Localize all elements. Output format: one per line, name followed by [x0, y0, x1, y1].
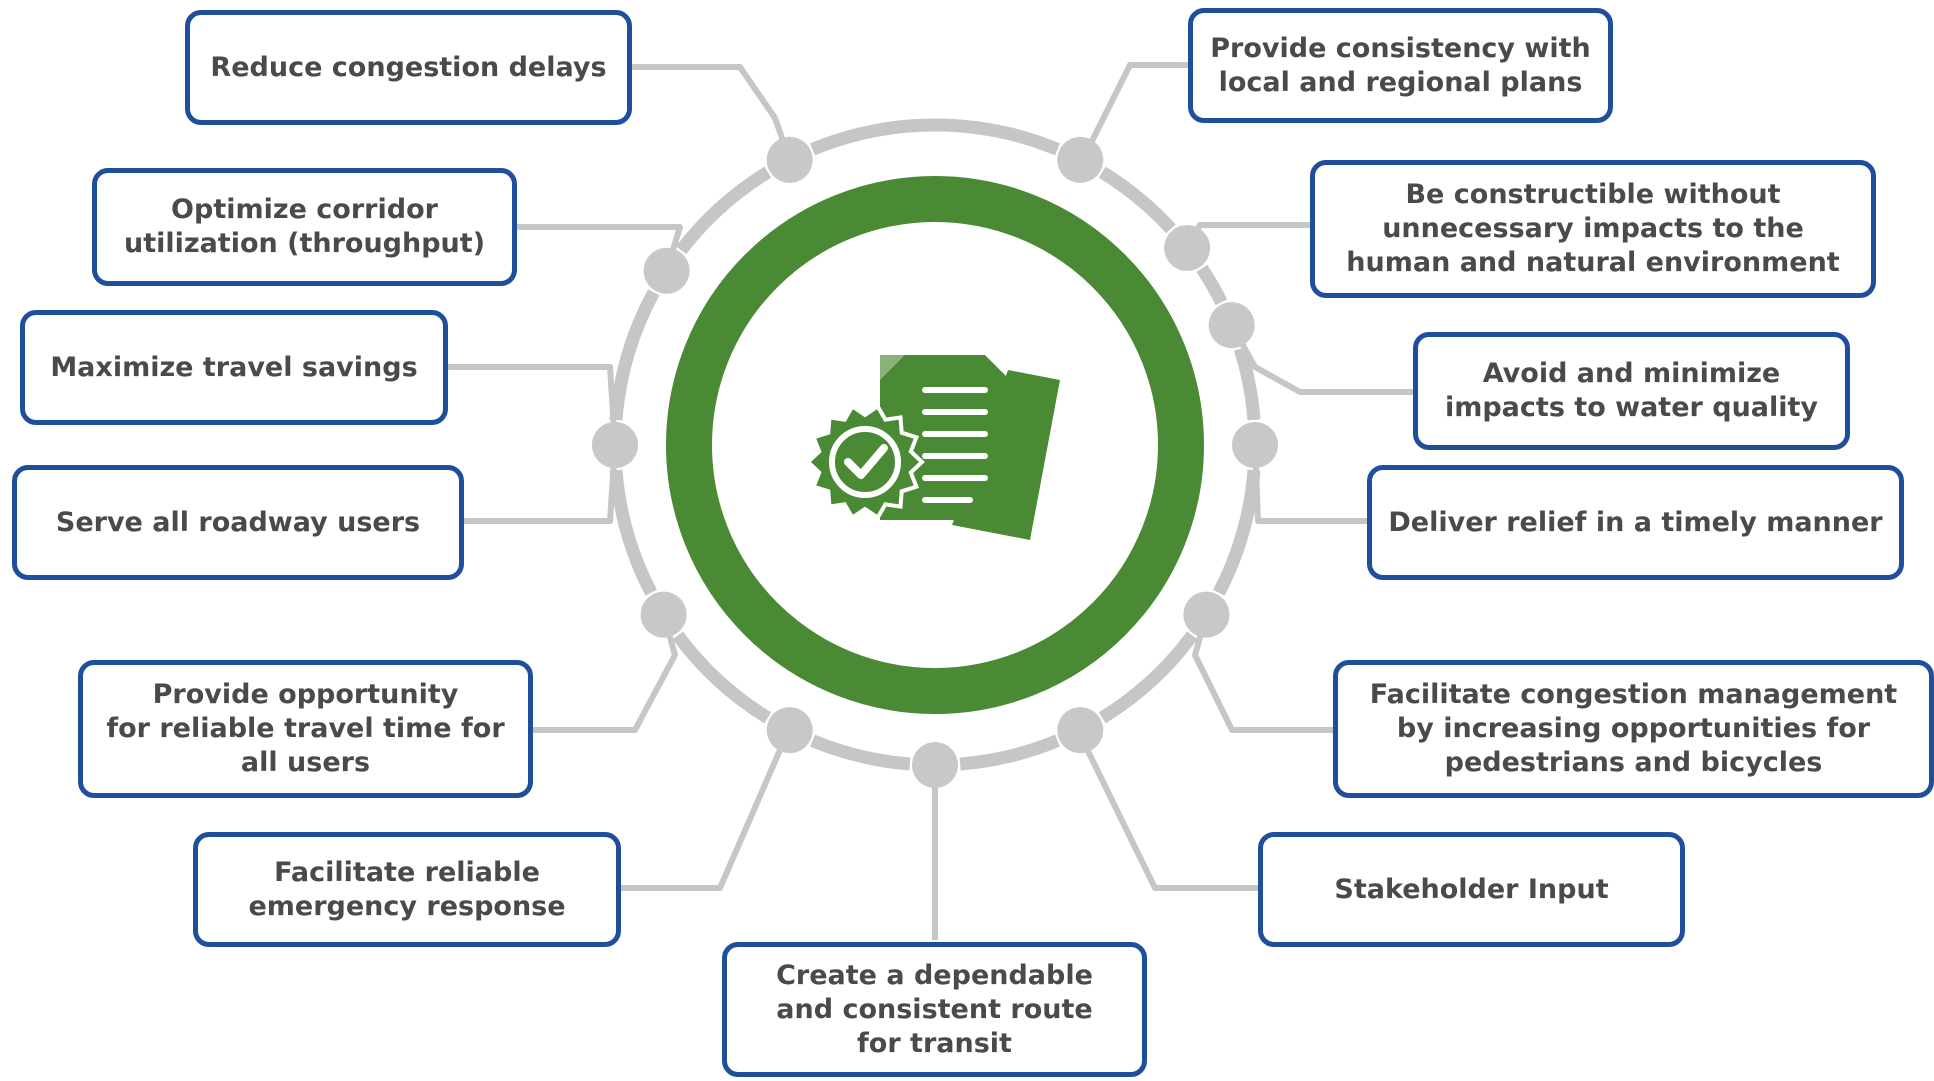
goal-label: Provide opportunity for reliable travel … — [106, 679, 505, 778]
goal-label: Be constructible without unnecessary imp… — [1346, 179, 1840, 278]
node-constructible — [1164, 224, 1211, 271]
goal-box-serve-all-roadway-users: Serve all roadway users — [12, 465, 464, 580]
ring-segment — [609, 469, 657, 596]
node-reliable-travel-time — [640, 591, 687, 638]
goal-box-constructible: Be constructible without unnecessary imp… — [1310, 160, 1876, 298]
ring-segment — [1098, 166, 1176, 234]
ring-segment — [1098, 631, 1198, 724]
goal-box-stakeholder-input: Stakeholder Input — [1258, 832, 1685, 947]
connector-serve-all-roadway-users — [464, 444, 618, 524]
goal-label: Facilitate congestion management by incr… — [1369, 679, 1898, 778]
node-timely-relief — [1232, 422, 1278, 468]
ring-segment — [1233, 346, 1261, 421]
node-reliable-emergency-response — [766, 707, 813, 754]
check-icon — [844, 444, 888, 479]
goal-label: Stakeholder Input — [1334, 873, 1609, 905]
goal-box-reduce-congestion-delays: Reduce congestion delays — [185, 10, 632, 125]
goal-box-plan-consistency: Provide consistency with local and regio… — [1188, 8, 1613, 123]
ring-segment — [672, 631, 772, 724]
node-plan-consistency — [1057, 136, 1104, 183]
node-dependable-transit-route — [912, 742, 958, 788]
node-pedestrians-and-bicycles — [1183, 591, 1230, 638]
connector-maximize-travel-savings — [448, 364, 618, 446]
node-reduce-congestion-delays — [766, 136, 813, 183]
goal-label: Create a dependable and consistent route… — [776, 959, 1093, 1059]
seal-inner-ring — [829, 426, 901, 498]
node-optimize-corridor-utilization — [643, 247, 690, 294]
goal-label: Deliver relief in a timely manner — [1388, 506, 1883, 538]
goal-box-reliable-travel-time: Provide opportunity for reliable travel … — [78, 660, 533, 798]
node-stakeholder-input — [1057, 707, 1104, 754]
goal-box-pedestrians-and-bicycles: Facilitate congestion management by incr… — [1333, 660, 1934, 798]
green-ring — [666, 176, 1204, 714]
connector-water-quality — [1229, 323, 1413, 395]
goal-box-water-quality: Avoid and minimize impacts to water qual… — [1413, 332, 1850, 450]
connector-stakeholder-input — [1077, 729, 1258, 891]
ring-segment — [1213, 469, 1261, 596]
goal-label: Facilitate reliable emergency response — [248, 856, 566, 922]
goal-label: Avoid and minimize impacts to water qual… — [1444, 358, 1819, 423]
goal-box-timely-relief: Deliver relief in a timely manner — [1367, 465, 1904, 580]
connector-reliable-emergency-response — [621, 728, 793, 891]
goal-box-maximize-travel-savings: Maximize travel savings — [20, 310, 448, 425]
ring-segment — [810, 118, 1060, 156]
ring-segment — [810, 734, 911, 771]
goal-label: Reduce congestion delays — [210, 51, 607, 83]
node-serve-all-roadway-users — [592, 422, 638, 468]
goal-box-optimize-corridor-utilization: Optimize corridor utilization (throughpu… — [92, 168, 517, 286]
ring-segment — [609, 289, 660, 421]
connector-nodes — [592, 136, 1278, 788]
outer-dashed-ring — [609, 118, 1261, 771]
goal-label: Provide consistency with local and regio… — [1210, 32, 1591, 98]
node-water-quality — [1208, 302, 1255, 349]
ring-segment — [959, 734, 1060, 771]
seal-gear — [805, 403, 925, 521]
goal-label: Optimize corridor utilization (throughpu… — [123, 194, 486, 259]
connector-reduce-congestion-delays — [632, 64, 793, 161]
goal-label: Maximize travel savings — [50, 351, 418, 383]
goal-box-dependable-transit-route: Create a dependable and consistent route… — [722, 942, 1147, 1077]
goal-box-reliable-emergency-response: Facilitate reliable emergency response — [193, 832, 621, 947]
ring-segment — [1196, 264, 1228, 306]
document-approval-badge-icon — [805, 355, 1060, 540]
ring-segment — [675, 166, 772, 255]
goal-label: Serve all roadway users — [55, 506, 421, 538]
